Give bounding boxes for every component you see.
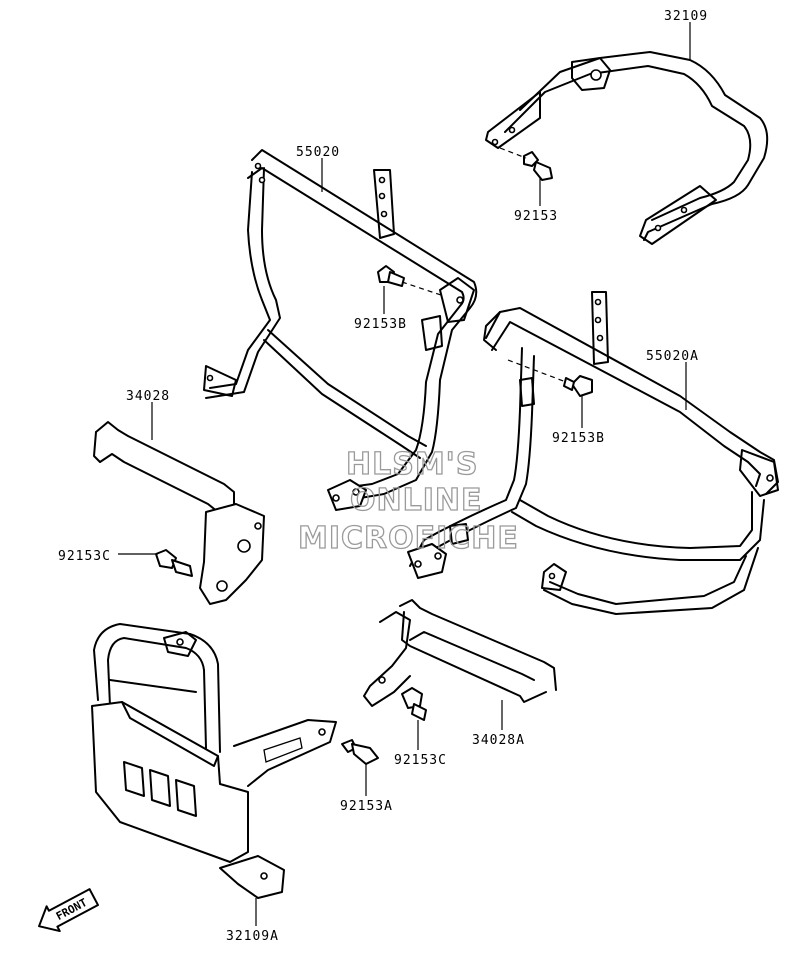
watermark-line2: ONLINE (350, 483, 483, 518)
front-arrow-icon (38, 888, 100, 933)
label-32109: 32109 (664, 9, 708, 24)
front-arrow: FRONT (38, 888, 100, 933)
label-55020A: 55020A (646, 349, 699, 364)
bolt-92153 (499, 147, 553, 181)
step-34028A (363, 599, 557, 707)
label-92153C-right: 92153C (394, 753, 447, 768)
watermark-line1: HLSM'S (346, 447, 478, 482)
watermark-line3: MICROFICHE (298, 521, 519, 556)
bolt-92153A (341, 739, 379, 765)
side-frame-55020 (203, 149, 478, 511)
label-92153A: 92153A (340, 799, 393, 814)
watermark: HLSM'S ONLINE MICROFICHE (297, 446, 519, 556)
bolt-92153C-left (155, 549, 193, 577)
leader-lines (118, 22, 691, 926)
label-92153: 92153 (514, 209, 558, 224)
label-55020: 55020 (296, 145, 340, 160)
part-labels: 32109 92153 55020 92153B 55020A 92153B 3… (58, 9, 708, 944)
label-32109A: 32109A (226, 929, 279, 944)
label-92153C-left: 92153C (58, 549, 111, 564)
label-34028A: 34028A (472, 733, 525, 748)
rear-bar-32109 (485, 51, 769, 245)
side-frame-55020A (407, 291, 779, 615)
label-92153B-left: 92153B (354, 317, 407, 332)
bolt-92153B-left (377, 265, 445, 297)
bolt-92153C-right (401, 687, 427, 721)
label-34028: 34028 (126, 389, 170, 404)
step-34028 (93, 421, 265, 605)
bolt-92153B-right (507, 359, 593, 397)
label-92153B-right: 92153B (552, 431, 605, 446)
front-guard-32109A (91, 623, 337, 899)
